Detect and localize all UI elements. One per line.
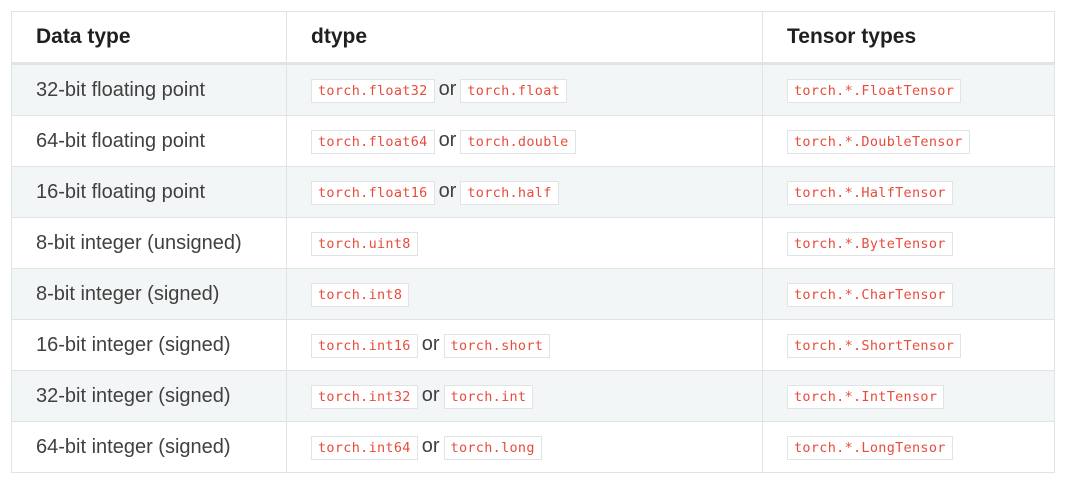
dtype-code: torch.int32 [311,384,418,409]
tensor-type-code: torch.*.ByteTensor [787,231,953,256]
cell-data-type: 16-bit floating point [11,166,287,218]
cell-data-type: 16-bit integer (signed) [11,319,287,371]
cell-tensor-type: torch.*.HalfTensor [762,166,1055,218]
or-separator: or [421,434,440,457]
cell-data-type: 8-bit integer (signed) [11,268,287,320]
cell-tensor-type: torch.*.FloatTensor [762,63,1055,116]
dtype-code: torch.int8 [311,282,410,307]
cell-dtype: torch.uint8 [286,217,763,269]
tensor-type-code: torch.*.HalfTensor [787,180,953,205]
dtype-alias-code: torch.float [460,78,568,103]
dtype-code: torch.uint8 [311,231,418,256]
table-row: 8-bit integer (signed) torch.int8 torch.*.… [11,268,1055,320]
tensor-type-code: torch.*.ShortTensor [787,333,962,358]
dtype-table-container: Data type dtype Tensor types 32-bit floa… [11,11,1055,473]
dtype-code: torch.int64 [311,435,418,460]
cell-tensor-type: torch.*.DoubleTensor [762,115,1055,167]
cell-data-type: 64-bit integer (signed) [11,421,287,473]
table-header-row: Data type dtype Tensor types [11,11,1055,65]
cell-data-type: 32-bit floating point [11,63,287,116]
cell-tensor-type: torch.*.ByteTensor [762,217,1055,269]
cell-data-type: 64-bit floating point [11,115,287,167]
tensor-type-code: torch.*.IntTensor [787,384,945,409]
header-dtype: dtype [286,11,763,65]
header-tensor-types: Tensor types [762,11,1055,65]
dtype-code: torch.int16 [311,333,418,358]
dtype-code: torch.float64 [311,129,435,154]
dtype-alias-code: torch.int [443,384,534,409]
dtype-alias-code: torch.double [460,129,576,154]
table-row: 8-bit integer (unsigned) torch.uint8 torch… [11,217,1055,269]
tensor-type-code: torch.*.DoubleTensor [787,129,970,154]
or-separator: or [438,77,457,100]
tensor-type-code: torch.*.LongTensor [787,435,953,460]
dtype-code: torch.float16 [311,180,435,205]
cell-data-type: 32-bit integer (signed) [11,370,287,422]
tensor-type-code: torch.*.CharTensor [787,282,953,307]
cell-tensor-type: torch.*.CharTensor [762,268,1055,320]
cell-tensor-type: torch.*.LongTensor [762,421,1055,473]
dtype-alias-code: torch.long [443,435,542,460]
or-separator: or [421,383,440,406]
cell-data-type: 8-bit integer (unsigned) [11,217,287,269]
cell-dtype: torch.int8 [286,268,763,320]
dtype-alias-code: torch.short [443,333,551,358]
dtype-alias-code: torch.half [460,180,559,205]
or-separator: or [438,128,457,151]
or-separator: or [421,332,440,355]
dtype-code: torch.float32 [311,78,435,103]
cell-tensor-type: torch.*.IntTensor [762,370,1055,422]
dtype-table: Data type dtype Tensor types 32-bit floa… [11,11,1055,473]
tensor-type-code: torch.*.FloatTensor [787,78,962,103]
or-separator: or [438,179,457,202]
cell-tensor-type: torch.*.ShortTensor [762,319,1055,371]
header-data-type: Data type [11,11,287,65]
